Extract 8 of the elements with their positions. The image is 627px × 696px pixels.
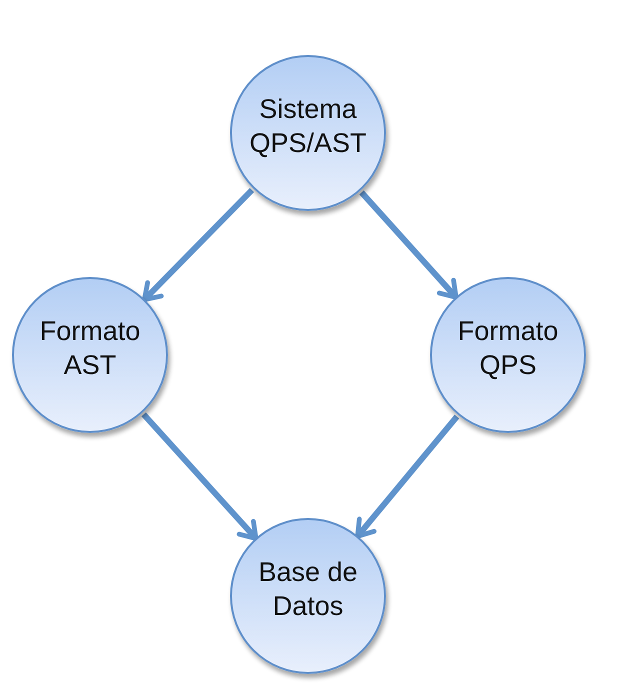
node-label: Base de Datos	[257, 556, 359, 623]
arrow	[359, 190, 458, 300]
arrow	[142, 188, 254, 302]
node-label: Formato AST	[38, 315, 142, 382]
node-label: Sistema QPS/AST	[248, 93, 368, 160]
arrow	[141, 412, 258, 541]
arrow	[355, 414, 460, 539]
node-label: Formato QPS	[456, 315, 560, 382]
